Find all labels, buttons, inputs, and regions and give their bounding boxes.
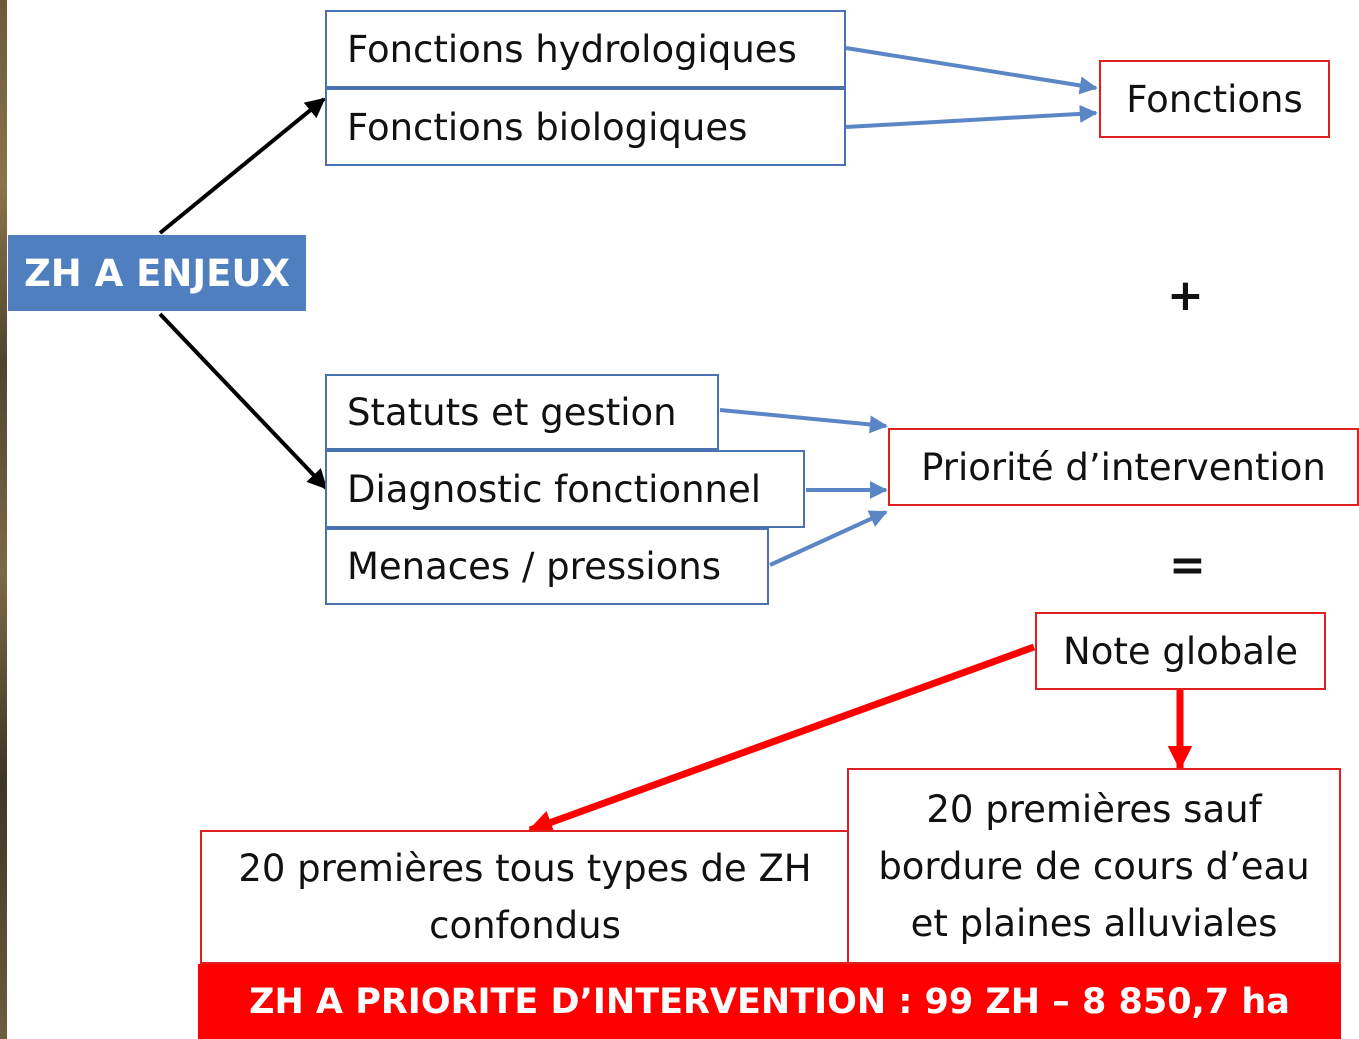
label-selection-all-types: 20 premières tous types de ZH confondus: [238, 847, 812, 947]
label-priorite-intervention: Priorité d’intervention: [921, 445, 1326, 489]
label-selection-except-rivers: 20 premières sauf bordure de cours d’eau…: [878, 787, 1310, 945]
equals-sign: =: [1169, 540, 1206, 591]
arrow-note-to-left-selection: [527, 643, 1036, 834]
box-selection-all-types: 20 premières tous types de ZH confondus: [200, 830, 850, 964]
arrow-menaces-to-priorite: [769, 510, 888, 567]
label-fonctions-hydrologiques: Fonctions hydrologiques: [347, 27, 797, 71]
arrow-statuts-to-priorite: [719, 408, 888, 434]
label-fonctions-biologiques: Fonctions biologiques: [347, 105, 748, 149]
arrow-root-to-priority-criteria: [158, 312, 328, 490]
plus-sign: +: [1167, 270, 1204, 321]
box-note-globale: Note globale: [1035, 612, 1326, 690]
box-fonctions-hydrologiques: Fonctions hydrologiques: [325, 10, 846, 88]
arrow-hydro-to-fonctions: [845, 46, 1098, 95]
label-fonctions: Fonctions: [1126, 77, 1303, 121]
box-selection-except-rivers: 20 premières sauf bordure de cours d’eau…: [847, 768, 1341, 964]
box-priorite-intervention: Priorité d’intervention: [888, 428, 1359, 506]
arrow-root-to-functions: [158, 97, 326, 235]
banner-zh-priorite-intervention: ZH A PRIORITE D’INTERVENTION : 99 ZH – 8…: [198, 964, 1341, 1039]
box-diagnostic-fonctionnel: Diagnostic fonctionnel: [325, 450, 805, 528]
box-fonctions: Fonctions: [1099, 60, 1330, 138]
background-photo-strip: [0, 0, 7, 1039]
label-diagnostic-fonctionnel: Diagnostic fonctionnel: [347, 467, 762, 511]
arrow-bio-to-fonctions: [845, 104, 1098, 129]
box-fonctions-biologiques: Fonctions biologiques: [325, 88, 846, 166]
label-menaces-pressions: Menaces / pressions: [347, 545, 722, 588]
root-node-zh-a-enjeux: ZH A ENJEUX: [8, 235, 306, 311]
box-statuts-et-gestion: Statuts et gestion: [325, 374, 719, 450]
box-menaces-pressions: Menaces / pressions: [325, 528, 769, 605]
label-note-globale: Note globale: [1063, 629, 1298, 673]
label-statuts-et-gestion: Statuts et gestion: [347, 390, 677, 434]
